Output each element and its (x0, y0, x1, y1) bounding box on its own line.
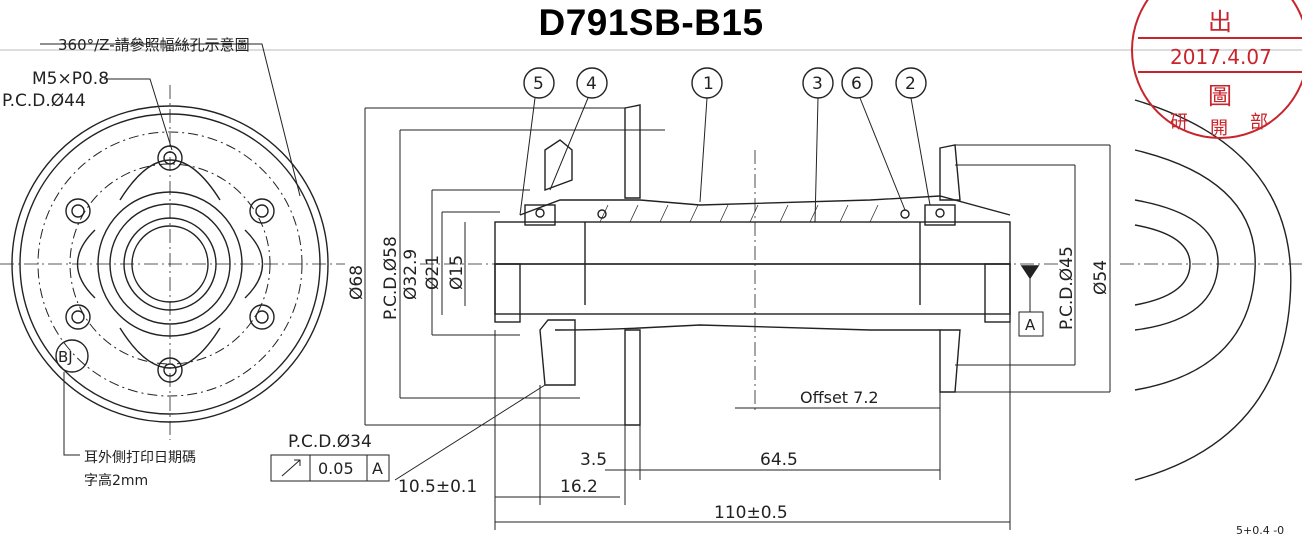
approval-stamp (1131, 0, 1302, 139)
pcd34-label: P.C.D.Ø34 (288, 432, 372, 452)
balloon-5: 5 (533, 74, 544, 94)
thread-label: M5×P0.8 (32, 69, 109, 89)
diameter-dimensions (364, 107, 1111, 426)
stamp-dept-1: 研 (1170, 112, 1188, 133)
length-dimensions (394, 322, 1011, 530)
balloon-6: 6 (851, 74, 862, 94)
angle-note: 360°/Z-請參照幅絲孔示意圖 (58, 36, 250, 54)
stamp-dept-2: 開 (1210, 118, 1228, 139)
dim-110: 110±0.5 (714, 503, 788, 523)
dim-3-5: 3.5 (580, 450, 607, 470)
dia68-label: Ø68 (347, 265, 367, 300)
balloon-1: 1 (703, 74, 714, 94)
dia54-label: Ø54 (1091, 260, 1111, 295)
bj-label: BJ (58, 348, 73, 366)
stamp-char-mid: 圖 (1208, 82, 1232, 110)
dim-16-2: 16.2 (560, 477, 598, 497)
offset-label: Offset 7.2 (800, 388, 879, 407)
stamp-dept-3: 部 (1250, 112, 1268, 133)
balloon-3: 3 (812, 74, 823, 94)
runout-tolerance: 0.05 (318, 459, 354, 478)
runout-datum: A (372, 459, 383, 478)
pcd45-label: P.C.D.Ø45 (1057, 246, 1077, 330)
drawing-title: D791SB-B15 (538, 2, 764, 43)
datum-a-label: A (1025, 316, 1036, 334)
date-note-line2: 字高2mm (84, 472, 148, 489)
stamp-char-top: 出 (1208, 8, 1232, 36)
stamp-date: 2017.4.07 (1170, 45, 1272, 69)
corner-tolerance: 5+0.4 -0 (1236, 524, 1284, 537)
date-note-line1: 耳外側打印日期碼 (84, 449, 196, 466)
flange-end-view (0, 43, 345, 456)
right-end-view (1120, 99, 1302, 481)
dia32-9-label: Ø32.9 (401, 249, 421, 300)
dim-64-5: 64.5 (760, 450, 798, 470)
balloon-2: 2 (905, 74, 916, 94)
balloon-numbers: 5 4 1 3 6 2 (533, 74, 916, 94)
pcd58-label: P.C.D.Ø58 (381, 236, 401, 320)
hub-section-view (420, 104, 1060, 426)
dia15-label: Ø15 (447, 255, 467, 290)
dim-10-5: 10.5±0.1 (398, 477, 477, 497)
balloon-4: 4 (586, 74, 597, 94)
part-balloons (519, 67, 931, 223)
pcd44-label: P.C.D.Ø44 (2, 91, 86, 111)
datum-a (1018, 265, 1044, 337)
dia21-label: Ø21 (423, 255, 443, 290)
runout-frame (270, 454, 390, 482)
